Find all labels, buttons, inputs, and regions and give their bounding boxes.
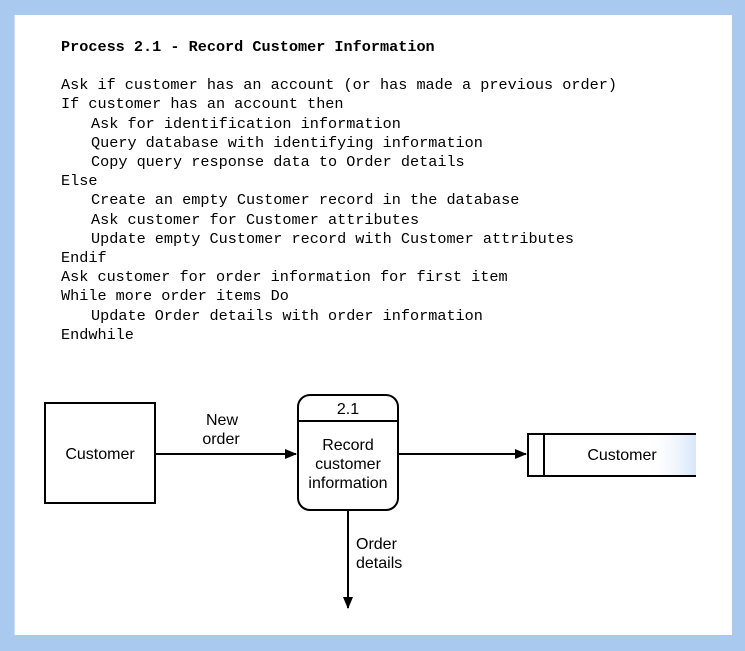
pseudocode-line: Else [61, 172, 98, 191]
pseudocode-line: Update Order details with order informat… [91, 306, 483, 325]
external-entity-box [44, 402, 156, 504]
flow-new-order: New order [156, 412, 297, 459]
pseudocode-line: Ask if customer has an account (or has m… [61, 76, 617, 95]
process-box-outline [297, 394, 399, 511]
pseudocode-line: Update empty Customer record with Custom… [91, 229, 575, 248]
pseudocode-line: Endif [61, 249, 107, 268]
process-box: 2.1 Record customer information [297, 394, 399, 511]
process-label-3: information [308, 475, 387, 492]
pseudocode-line: Ask customer for Customer attributes [91, 210, 420, 229]
flow-order-details: Order details [343, 511, 402, 609]
data-store-label: Customer [587, 447, 657, 464]
data-store-fade [528, 434, 696, 476]
flow-order-details-label-2: details [356, 555, 402, 572]
pseudocode-lines: Ask if customer has an account (or has m… [61, 76, 617, 345]
pseudocode-line: Ask customer for order information for f… [61, 268, 508, 287]
content-panel: Process 2.1 - Record Customer Informatio… [14, 15, 732, 635]
data-flow-diagram: Customer New order 2.1 Record customer i… [44, 394, 696, 609]
pseudocode-line: While more order items Do [61, 287, 289, 306]
process-number: 2.1 [337, 401, 359, 418]
external-entity-customer: Customer [44, 402, 156, 504]
flow-new-order-label-1: New [206, 412, 238, 429]
pseudocode-line: Ask for identification information [91, 114, 401, 133]
pseudocode-line: If customer has an account then [61, 95, 344, 114]
flow-order-details-label-1: Order [356, 536, 398, 553]
pseudocode-block: Process 2.1 - Record Customer Informatio… [61, 38, 617, 345]
external-entity-label: Customer [65, 446, 135, 463]
data-store-customer: Customer [527, 433, 696, 477]
pseudocode-line: Query database with identifying informat… [91, 133, 483, 152]
flow-new-order-label-2: order [202, 431, 240, 448]
pseudocode-line: Create an empty Customer record in the d… [91, 191, 520, 210]
pseudocode-line: Endwhile [61, 325, 134, 344]
pseudocode-line: Copy query response data to Order detail… [91, 153, 465, 172]
process-label-1: Record [322, 437, 374, 454]
process-title: Process 2.1 - Record Customer Informatio… [61, 38, 435, 56]
process-label-2: customer [315, 456, 381, 473]
data-store-outline [527, 433, 696, 477]
